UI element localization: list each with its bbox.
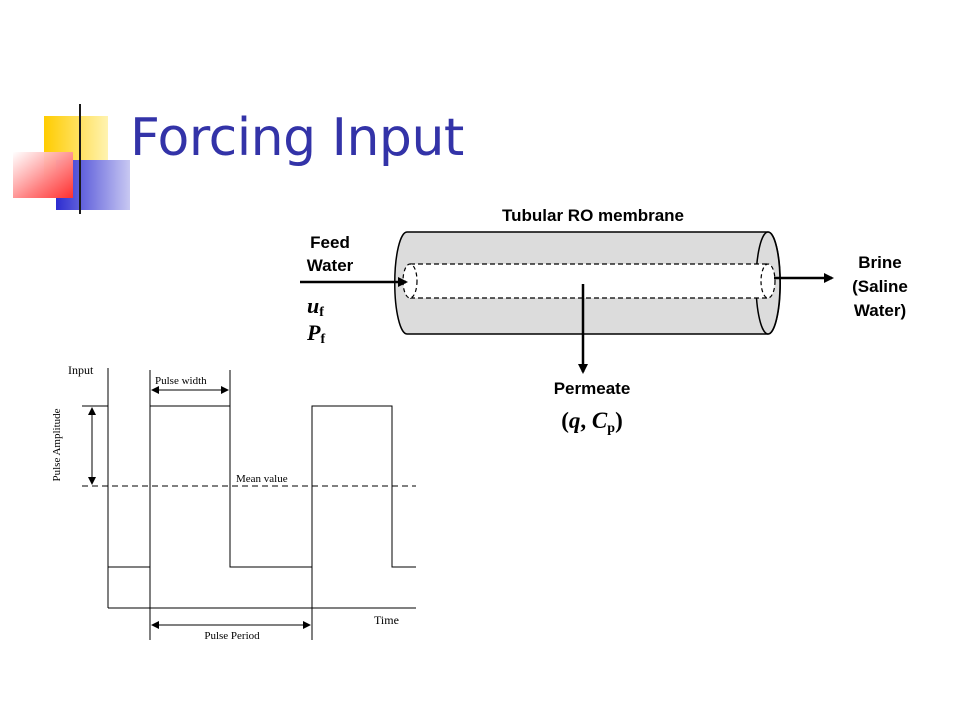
brine-label-2: (Saline [852, 277, 908, 296]
feed-label-2: Water [307, 256, 354, 275]
brine-label-3: Water) [854, 301, 906, 320]
title-decoration [13, 104, 870, 214]
tube-inner-channel [410, 264, 768, 298]
feed-var-p: Pf [306, 320, 325, 347]
deco-red-square [13, 152, 73, 198]
brine-label-1: Brine [858, 253, 901, 272]
pulse-period-label: Pulse Period [204, 630, 260, 642]
x-axis-label: Time [374, 613, 399, 627]
slide-title: Forcing Input [130, 108, 464, 168]
tube-inner-right-end [760, 263, 776, 299]
feed-var-u: uf [307, 293, 324, 320]
permeate-label: Permeate [554, 379, 631, 398]
pulse-amplitude-label: Pulse Amplitude [51, 408, 63, 481]
feed-label-1: Feed [310, 233, 350, 252]
permeate-vars: (q, Cp) [561, 408, 622, 436]
tube-inner-left-end [402, 263, 418, 299]
pulse-width-label: Pulse width [155, 375, 207, 387]
y-axis-label: Input [68, 363, 94, 377]
membrane-title: Tubular RO membrane [502, 206, 684, 225]
mean-value-label: Mean value [236, 473, 288, 485]
